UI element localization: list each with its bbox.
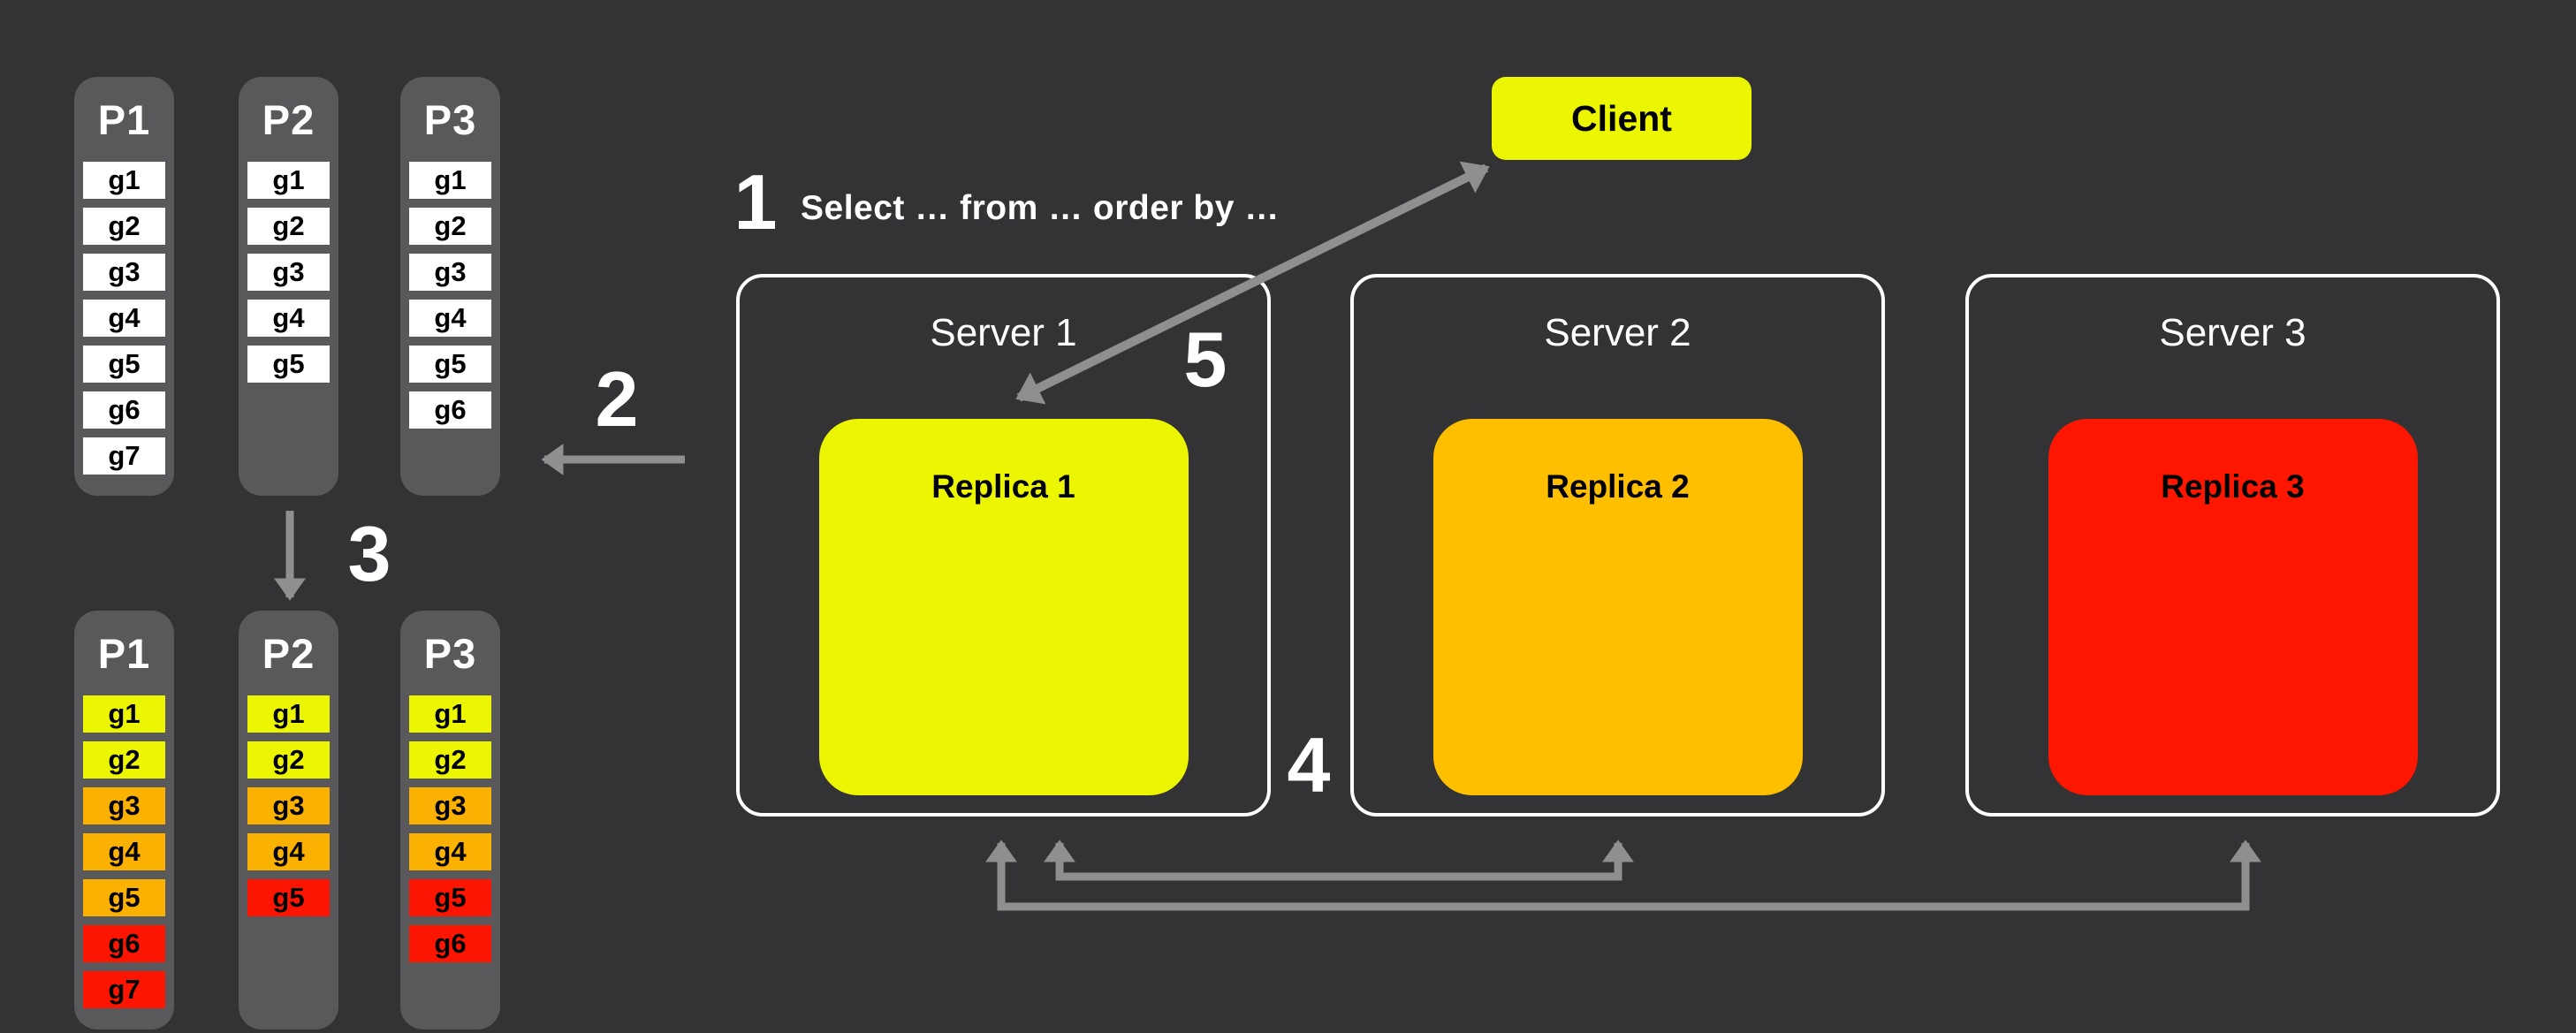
client-box: Client (1492, 77, 1752, 160)
group-cell: g3 (247, 254, 330, 291)
server-box-2: Server 2 Replica 2 (1350, 274, 1885, 817)
group-cell: g7 (83, 971, 165, 1008)
group-cell: g1 (247, 162, 330, 199)
group-cell: g6 (409, 925, 491, 962)
group-cell: g2 (409, 208, 491, 245)
arrow-step4-sync-server1-server3 (985, 839, 2261, 911)
group-cell: g5 (409, 879, 491, 916)
group-cell: g1 (83, 162, 165, 199)
group-cell: g5 (409, 346, 491, 383)
partition-cells: g1 g2 g3 g4 g5 g6 (400, 162, 500, 429)
group-cell: g4 (83, 833, 165, 870)
group-cell: g6 (409, 391, 491, 429)
replica-label: Replica 2 (1546, 468, 1690, 505)
group-cell: g2 (247, 741, 330, 779)
group-cell: g2 (83, 741, 165, 779)
partition-top-p2: P2 g1 g2 g3 g4 g5 (239, 77, 338, 496)
group-cell: g3 (83, 254, 165, 291)
partition-title: P2 (262, 95, 315, 143)
step-number-5: 5 (1183, 315, 1227, 403)
partition-cells: g1 g2 g3 g4 g5 (239, 695, 338, 916)
partition-cells: g1 g2 g3 g4 g5 g6 (400, 695, 500, 962)
group-cell: g2 (409, 741, 491, 779)
group-cell: g5 (83, 346, 165, 383)
replica-box-2: Replica 2 (1432, 419, 1803, 795)
query-text: Select … from … order by … (801, 189, 1280, 227)
partition-title: P1 (97, 629, 151, 677)
replica-box-3: Replica 3 (2048, 419, 2418, 795)
server-label: Server 2 (1544, 311, 1691, 354)
group-cell: g4 (83, 300, 165, 337)
replica-label: Replica 3 (2161, 468, 2305, 505)
partition-cells: g1 g2 g3 g4 g5 g6 g7 (74, 162, 174, 475)
partition-bottom-p3: P3 g1 g2 g3 g4 g5 g6 (400, 611, 500, 1029)
partition-title: P1 (97, 95, 151, 143)
server-box-1: Server 1 Replica 1 (736, 274, 1271, 817)
partition-title: P2 (262, 629, 315, 677)
server-box-3: Server 3 Replica 3 (1965, 274, 2500, 817)
partition-bottom-p2: P2 g1 g2 g3 g4 g5 (239, 611, 338, 1029)
server-label: Server 3 (2159, 311, 2306, 354)
group-cell: g1 (247, 695, 330, 733)
step-number-1: 1 (733, 158, 778, 246)
group-cell: g5 (83, 879, 165, 916)
client-label: Client (1571, 97, 1672, 139)
group-cell: g3 (409, 254, 491, 291)
partition-title: P3 (423, 95, 477, 143)
group-cell: g6 (83, 391, 165, 429)
group-cell: g5 (247, 879, 330, 916)
replica-label: Replica 1 (931, 468, 1075, 505)
arrow-step4-sync-server1-server2 (1044, 839, 1634, 881)
partition-bottom-p1: P1 g1 g2 g3 g4 g5 g6 g7 (74, 611, 174, 1029)
replica-box-1: Replica 1 (818, 419, 1189, 795)
partition-top-p1: P1 g1 g2 g3 g4 g5 g6 g7 (74, 77, 174, 496)
group-cell: g3 (83, 787, 165, 824)
group-cell: g4 (247, 300, 330, 337)
group-cell: g5 (247, 346, 330, 383)
step-number-4: 4 (1287, 721, 1331, 809)
partition-cells: g1 g2 g3 g4 g5 (239, 162, 338, 383)
group-cell: g4 (247, 833, 330, 870)
group-cell: g2 (247, 208, 330, 245)
group-cell: g1 (409, 162, 491, 199)
group-cell: g3 (409, 787, 491, 824)
group-cell: g6 (83, 925, 165, 962)
group-cell: g1 (83, 695, 165, 733)
partition-title: P3 (423, 629, 477, 677)
group-cell: g3 (247, 787, 330, 824)
group-cell: g4 (409, 300, 491, 337)
partition-top-p3: P3 g1 g2 g3 g4 g5 g6 (400, 77, 500, 496)
group-cell: g1 (409, 695, 491, 733)
group-cell: g4 (409, 833, 491, 870)
partition-cells: g1 g2 g3 g4 g5 g6 g7 (74, 695, 174, 1008)
step-number-3: 3 (347, 510, 391, 597)
group-cell: g7 (83, 437, 165, 475)
group-cell: g2 (83, 208, 165, 245)
step-number-2: 2 (595, 355, 639, 443)
